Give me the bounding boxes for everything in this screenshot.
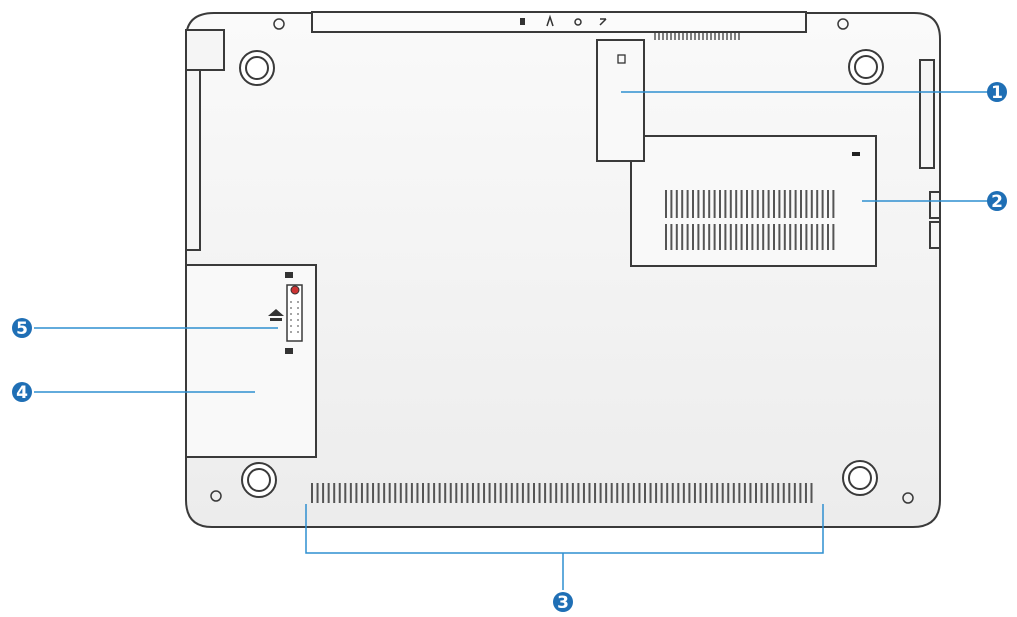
foot-bottom-right (842, 460, 878, 496)
top-vent (654, 33, 740, 40)
left-corner-block (185, 29, 225, 71)
callout-number: 2 (991, 192, 1003, 212)
screw-icon (837, 18, 849, 30)
battery-lock-arrow-icon (268, 309, 284, 316)
indicator-wifi-icon (599, 18, 607, 26)
slider-dot (297, 319, 299, 321)
compartment-mark (852, 152, 860, 156)
indicator-power-icon (520, 18, 525, 25)
callout-marker (12, 382, 32, 402)
callout-4: 4 (12, 382, 32, 403)
slider-dot (297, 313, 299, 315)
screw-icon (902, 492, 914, 504)
callout-1: 1 (987, 82, 1007, 103)
callout-5: 5 (12, 318, 32, 339)
slider-dot (297, 301, 299, 303)
callout-number: 1 (991, 83, 1003, 103)
unlock-icon (285, 272, 293, 278)
screw-icon (210, 490, 222, 502)
module-3-bottom-vent (311, 483, 813, 503)
slider-dot (297, 307, 299, 309)
callout-marker (987, 191, 1007, 211)
module-1-latch (596, 39, 645, 162)
corner-screws (210, 18, 914, 504)
foot-top-right (848, 49, 884, 85)
right-side-switch-b (929, 221, 941, 249)
slider-dot (290, 319, 292, 321)
memory-vent (665, 190, 835, 250)
callout-line-3 (305, 504, 824, 590)
callout-lines (34, 91, 988, 590)
right-side-slot-top (919, 59, 935, 169)
right-side-switch-a (929, 191, 941, 219)
callout-2: 2 (987, 191, 1007, 212)
indicator-drive-icon (546, 14, 554, 27)
left-side-slot (185, 69, 201, 251)
slider-dot (290, 307, 292, 309)
module-5-battery-lock (268, 272, 303, 354)
indicator-lock-icon (574, 18, 582, 26)
callout-3: 3 (553, 592, 573, 613)
screw-icon (273, 18, 285, 30)
rubber-feet (239, 49, 884, 498)
callout-number: 3 (557, 593, 569, 613)
lock-slider-dots (290, 301, 299, 333)
slider-dot (297, 325, 299, 327)
callout-marker (987, 82, 1007, 102)
callout-marker (12, 318, 32, 338)
status-indicator-icons (520, 14, 607, 27)
callout-number: 4 (16, 383, 28, 403)
slider-dot (297, 331, 299, 333)
lock-indicator-icon (290, 285, 300, 295)
module-2-memory-compartment (630, 135, 877, 267)
lock-icon (285, 348, 293, 354)
slider-dot (290, 325, 292, 327)
slider-dot (290, 301, 292, 303)
slider-dot (290, 331, 292, 333)
foot-top-left (239, 50, 275, 86)
slider-dot (290, 313, 292, 315)
callout-number: 5 (16, 319, 28, 339)
battery-lock-label-mark (270, 318, 282, 321)
callout-marker (553, 592, 573, 612)
foot-bottom-left (241, 462, 277, 498)
battery-lock-slider (286, 284, 303, 342)
hinge-bar (311, 11, 807, 33)
latch-lock-icon (617, 54, 626, 64)
